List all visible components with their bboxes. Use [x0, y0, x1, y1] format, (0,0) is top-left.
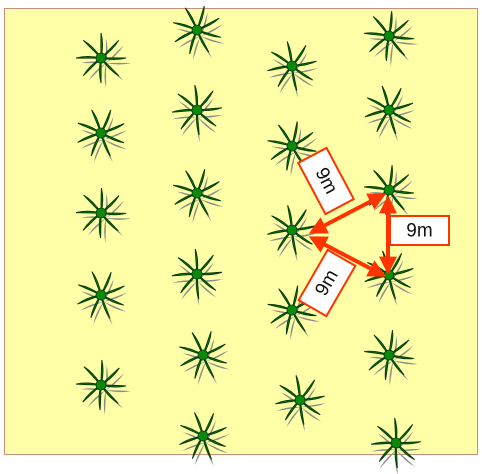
- palm-tree-icon: [171, 248, 223, 307]
- palm-tree-icon: [267, 205, 318, 262]
- spacing-label-lower: 9m: [297, 248, 357, 318]
- palm-tree-icon: [275, 375, 326, 432]
- palm-tree-icon: [77, 271, 127, 325]
- spacing-label-right: 9m: [389, 215, 450, 246]
- palm-tree-icon: [179, 331, 230, 385]
- palm-tree-icon: [364, 85, 416, 141]
- spacing-arrows: [308, 193, 397, 277]
- palm-tree-icon: [171, 84, 223, 142]
- spacing-arrow-lower: [308, 236, 387, 277]
- palm-tree-icon: [267, 41, 318, 98]
- palm-trees: [75, 5, 422, 474]
- palm-tree-icon: [75, 359, 131, 416]
- palm-tree-icon: [364, 330, 419, 386]
- palm-tree-icon: [179, 412, 229, 467]
- palm-tree-icon: [75, 187, 131, 244]
- spacing-arrow-upper: [308, 193, 387, 234]
- palm-tree-icon: [370, 417, 422, 474]
- spacing-label-upper: 9m: [296, 146, 356, 216]
- palm-tree-icon: [364, 165, 419, 221]
- palm-tree-icon: [172, 5, 225, 61]
- spacing-label-right-text: 9m: [406, 221, 432, 242]
- palm-tree-icon: [364, 11, 419, 67]
- palm-tree-icon: [75, 32, 131, 88]
- palm-tree-icon: [173, 169, 224, 224]
- palm-tree-icon: [77, 109, 127, 163]
